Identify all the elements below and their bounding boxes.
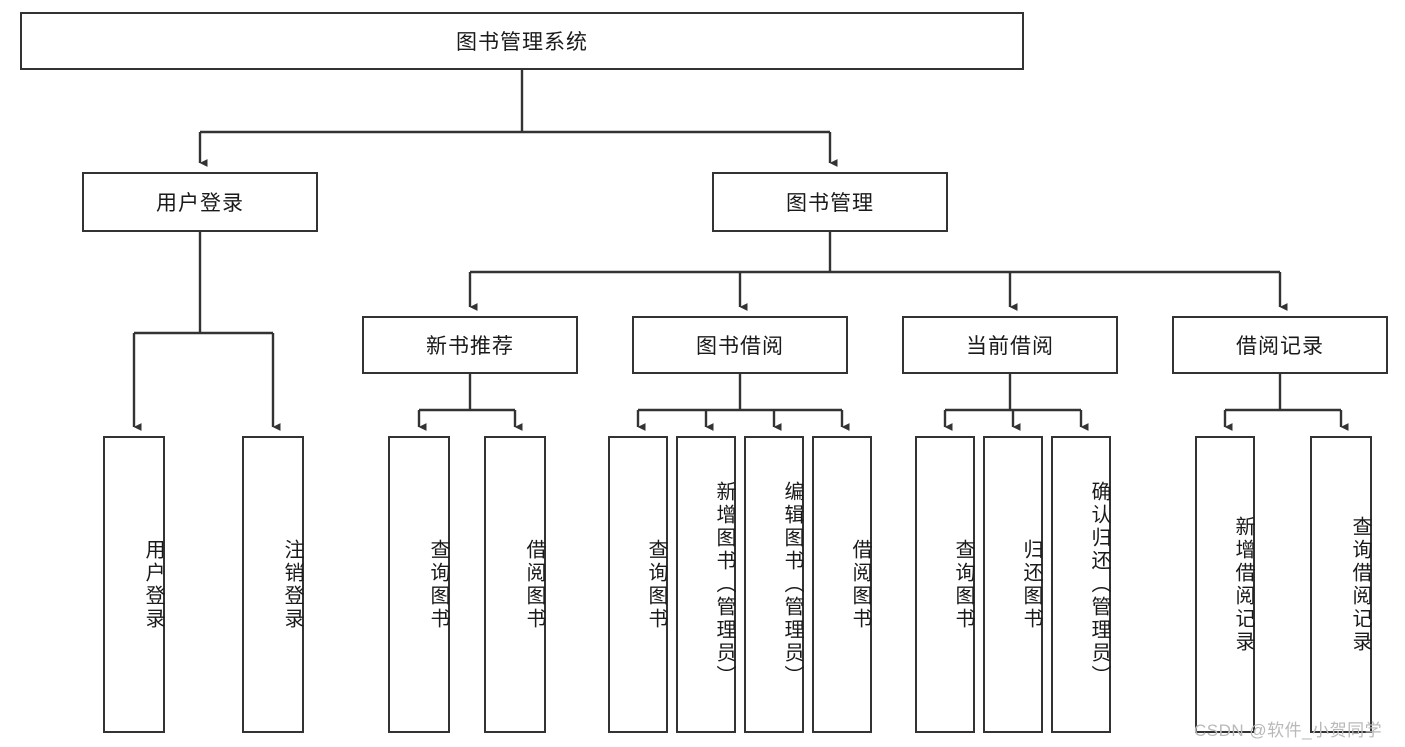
leaf-add-record-label: 新增借阅记录 [1232,515,1254,654]
node-user-login-label: 用户登录 [156,192,244,215]
node-book-manage-label: 图书管理 [786,192,874,215]
leaf-user-logout[interactable]: 注销登录 [242,436,304,733]
node-root[interactable]: 图书管理系统 [20,12,1024,70]
leaf-query-book-3[interactable]: 查询图书 [915,436,975,733]
leaf-query-book-2[interactable]: 查询图书 [608,436,668,733]
leaf-confirm-return[interactable]: 确认归还（管理员） [1051,436,1111,733]
leaf-add-book-label: 新增图书（管理员） [713,481,735,688]
leaf-query-record[interactable]: 查询借阅记录 [1310,436,1372,733]
leaf-borrow-book-2-label: 借阅图书 [849,538,871,631]
leaf-user-login-label: 用户登录 [142,538,164,631]
leaf-return-book[interactable]: 归还图书 [983,436,1043,733]
node-new-book-rec-label: 新书推荐 [426,335,514,358]
leaf-add-book[interactable]: 新增图书（管理员） [676,436,736,733]
leaf-confirm-return-label: 确认归还（管理员） [1088,481,1110,688]
node-root-label: 图书管理系统 [456,31,588,54]
node-book-manage[interactable]: 图书管理 [712,172,948,232]
leaf-add-record[interactable]: 新增借阅记录 [1195,436,1255,733]
node-current-borrow-label: 当前借阅 [966,335,1054,358]
leaf-query-book-2-label: 查询图书 [645,538,667,631]
csdn-watermark: CSDN @软件_小贺同学 [1194,721,1383,740]
leaf-borrow-book-1-label: 借阅图书 [523,538,545,631]
node-borrow-record[interactable]: 借阅记录 [1172,316,1388,374]
leaf-query-record-label: 查询借阅记录 [1349,515,1371,654]
leaf-edit-book-label: 编辑图书（管理员） [781,481,803,688]
node-new-book-rec[interactable]: 新书推荐 [362,316,578,374]
leaf-query-book-1-label: 查询图书 [427,538,449,631]
leaf-query-book-3-label: 查询图书 [952,538,974,631]
leaf-borrow-book-1[interactable]: 借阅图书 [484,436,546,733]
leaf-edit-book[interactable]: 编辑图书（管理员） [744,436,804,733]
node-book-borrow[interactable]: 图书借阅 [632,316,848,374]
leaf-user-logout-label: 注销登录 [281,538,303,631]
leaf-user-login[interactable]: 用户登录 [103,436,165,733]
leaf-query-book-1[interactable]: 查询图书 [388,436,450,733]
node-book-borrow-label: 图书借阅 [696,335,784,358]
node-user-login[interactable]: 用户登录 [82,172,318,232]
node-current-borrow[interactable]: 当前借阅 [902,316,1118,374]
node-borrow-record-label: 借阅记录 [1236,335,1324,358]
leaf-borrow-book-2[interactable]: 借阅图书 [812,436,872,733]
leaf-return-book-label: 归还图书 [1020,538,1042,631]
